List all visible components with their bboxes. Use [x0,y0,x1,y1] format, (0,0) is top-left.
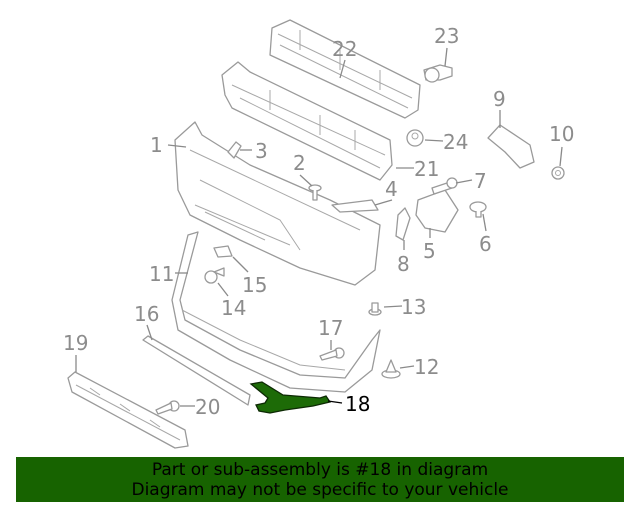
callout-2[interactable]: 2 [293,151,306,175]
part-21-energy-absorber[interactable] [221,61,393,181]
part-3-clip[interactable] [227,141,242,159]
part-4-bracket[interactable] [331,199,379,213]
callout-5[interactable]: 5 [423,239,436,263]
callout-11[interactable]: 11 [149,262,174,286]
callout-24[interactable]: 24 [443,130,468,154]
callout-13[interactable]: 13 [401,295,426,319]
part-19-lower-grille[interactable] [67,371,189,449]
banner-disclaimer-line: Diagram may not be specific to your vehi… [131,480,509,500]
part-23-bolt[interactable] [423,64,453,83]
callout-12[interactable]: 12 [414,355,439,379]
part-11-lower-cover[interactable] [171,231,381,393]
part-10-nut[interactable] [551,166,565,180]
callout-labels: 1 2 3 4 5 6 7 8 9 10 11 12 13 14 15 16 1… [63,24,574,419]
callout-6[interactable]: 6 [479,232,492,256]
part-12-clip[interactable] [381,359,401,379]
callout-23[interactable]: 23 [434,24,459,48]
callout-17[interactable]: 17 [318,316,343,340]
callout-9[interactable]: 9 [493,87,506,111]
callout-19[interactable]: 19 [63,331,88,355]
callout-4[interactable]: 4 [385,177,398,201]
part-17-screw[interactable] [319,347,345,361]
callout-14[interactable]: 14 [221,296,246,320]
banner-part-line: Part or sub-assembly is #18 in diagram [151,460,489,480]
part-16-trim-strip[interactable] [142,335,251,406]
callout-18[interactable]: 18 [345,392,370,416]
callout-1[interactable]: 1 [150,133,163,157]
callout-8[interactable]: 8 [397,252,410,276]
part-14-clip[interactable] [204,267,225,284]
part-22-bumper-beam[interactable] [269,19,421,119]
part-8-bracket[interactable] [395,207,411,241]
callout-10[interactable]: 10 [549,122,574,146]
callout-3[interactable]: 3 [255,139,268,163]
leader-lines [75,47,563,407]
part-20-screw[interactable] [155,400,180,415]
part-info-banner: Part or sub-assembly is #18 in diagram D… [16,457,624,502]
part-24-nut[interactable] [406,129,424,147]
part-18-highlighted-bracket[interactable] [249,381,332,414]
part-1-bumper-cover[interactable] [174,121,381,286]
callout-20[interactable]: 20 [195,395,220,419]
part-7-bolt[interactable] [431,177,458,195]
part-9-bracket[interactable] [487,124,535,169]
part-2-screw[interactable] [308,184,322,201]
callout-22[interactable]: 22 [332,37,357,61]
part-5-side-bracket[interactable] [415,189,459,233]
part-13-clip[interactable] [368,302,382,316]
part-6-push-pin[interactable] [469,201,487,218]
callout-16[interactable]: 16 [134,302,159,326]
callout-15[interactable]: 15 [242,273,267,297]
part-15-clip[interactable] [213,245,233,258]
callout-21[interactable]: 21 [414,157,439,181]
callout-7[interactable]: 7 [474,169,487,193]
